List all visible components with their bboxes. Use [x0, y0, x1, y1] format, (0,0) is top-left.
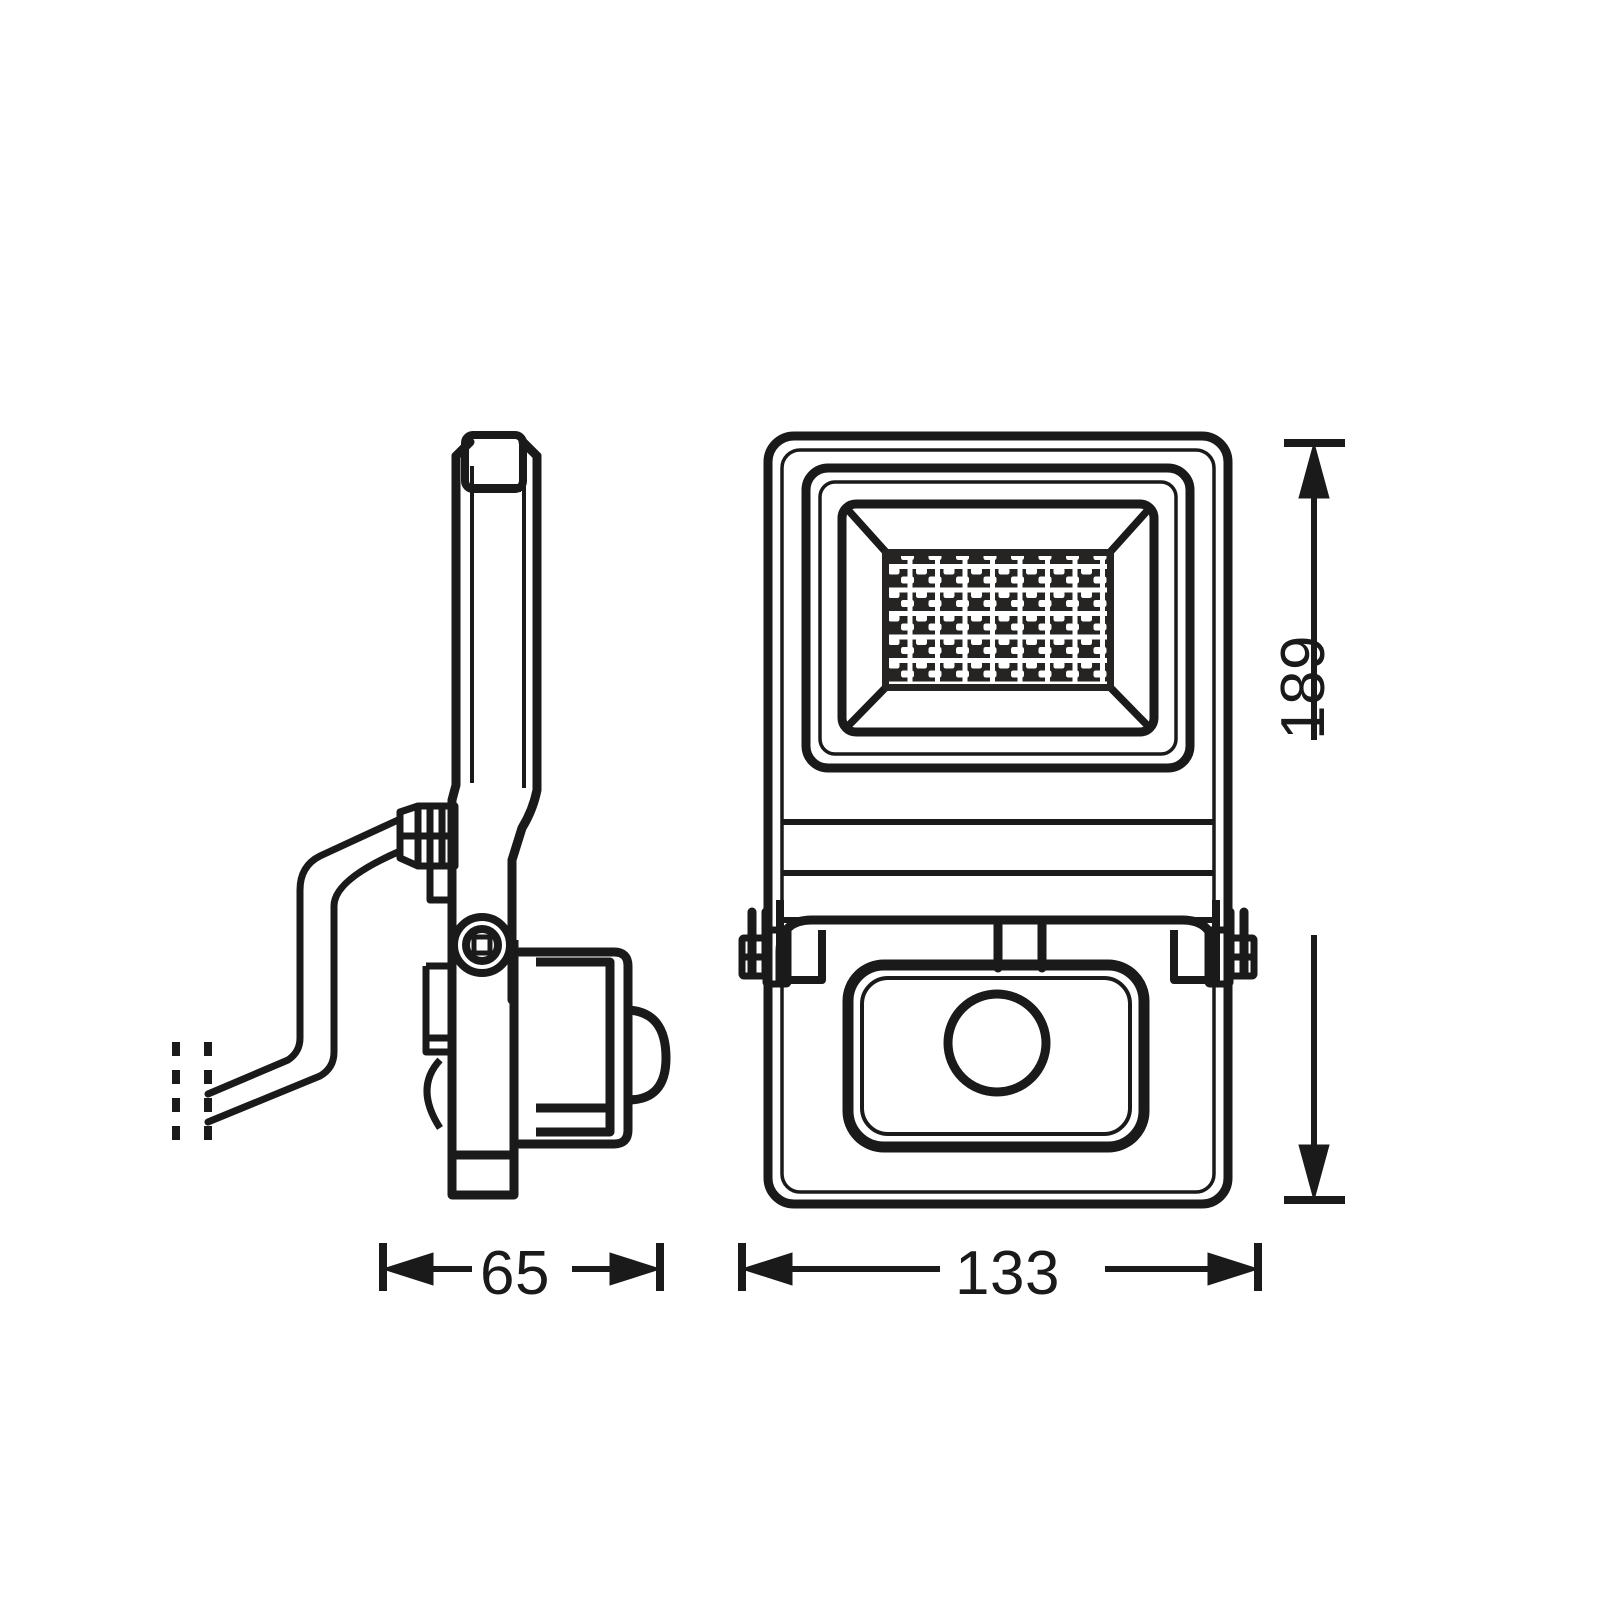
sensor-housing-inner-edge [860, 976, 1132, 1136]
dimension-depth-65 [379, 1243, 664, 1291]
pir-lens [943, 989, 1051, 1097]
heatsink-fins [782, 819, 1214, 923]
dimension-width-133 [738, 1243, 1262, 1291]
led-array [889, 556, 1107, 684]
pir-dome-side [627, 1005, 671, 1105]
cable-gland [396, 802, 459, 870]
housing-profile [447, 940, 519, 1200]
led-module-outline [882, 549, 1114, 691]
pivot-bolt [450, 913, 514, 977]
bezel-frame-outer [801, 463, 1195, 773]
bracket-screw-left [738, 926, 792, 988]
outer-housing-frame [763, 431, 1233, 1209]
arrow-right [1207, 1252, 1260, 1286]
dimension-height-189 [1284, 439, 1345, 1204]
housing-side-tab [422, 962, 452, 1056]
arrow-down [1298, 1144, 1330, 1202]
bracket-arm-inner-lines [470, 466, 526, 788]
dimension-label-width: 133 [955, 1239, 1060, 1308]
front-view [738, 431, 1258, 1209]
arrow-left [381, 1252, 434, 1286]
side-view [172, 431, 671, 1200]
dimension-label-depth: 65 [480, 1239, 550, 1308]
sensor-housing [842, 959, 1150, 1153]
sensor-housing-side [516, 947, 633, 1149]
cable-gland-neck [426, 866, 452, 904]
cable-break-lines [172, 1042, 212, 1148]
arrow-left [740, 1252, 793, 1286]
bezel-frame-inner [818, 480, 1178, 756]
arrow-up [1298, 441, 1330, 499]
reflector-opening [837, 499, 1159, 737]
power-cable [204, 816, 402, 1126]
bracket-top-tab [461, 431, 527, 493]
arrow-right [609, 1252, 662, 1286]
bracket-screw-right [1204, 926, 1258, 988]
dimension-label-height: 189 [1269, 635, 1338, 740]
housing-lens-bulge-left [423, 1057, 443, 1130]
sensor-yoke [775, 915, 1219, 985]
